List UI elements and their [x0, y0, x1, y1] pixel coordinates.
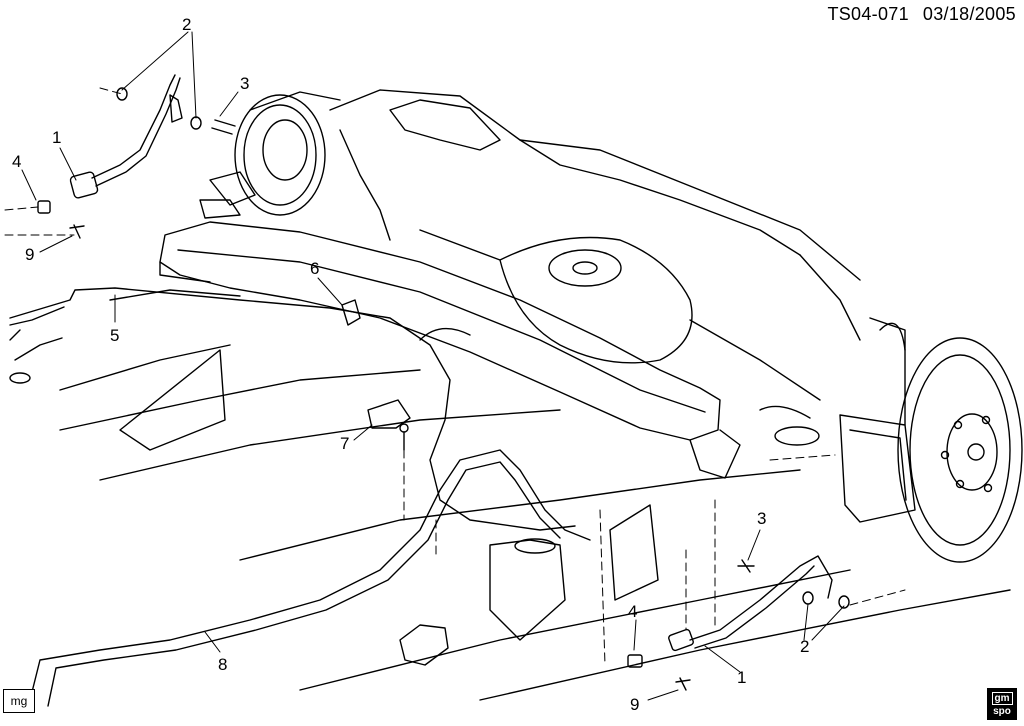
frame-rails	[59, 89, 1011, 701]
gm-spo-logo: gm spo	[987, 688, 1017, 720]
left-rear-brake-assembly	[199, 94, 326, 219]
right-brake-hose	[627, 555, 850, 691]
body-details	[119, 322, 906, 666]
callout-1-lower: 1	[737, 668, 746, 687]
callout-labels: 2 3 1 4 9 5 6 7 8 3 4 2 1 9	[12, 15, 809, 714]
drawing-header: TS04-071 03/18/2005	[827, 4, 1016, 25]
callout-8: 8	[218, 655, 227, 674]
frame-crossmember	[159, 221, 741, 479]
callout-5: 5	[110, 326, 119, 345]
callout-9-lower: 9	[630, 695, 639, 714]
leader-lines	[21, 31, 845, 701]
left-brake-hose	[37, 74, 236, 239]
differential-assembly	[419, 229, 821, 401]
drawing-date: 03/18/2005	[922, 4, 1016, 24]
callout-1-upper: 1	[52, 128, 61, 147]
callout-7: 7	[340, 434, 349, 453]
callout-3-lower: 3	[757, 509, 766, 528]
callout-2-upper: 2	[182, 15, 191, 34]
right-rear-brake-assembly	[774, 317, 1023, 563]
callout-4-upper: 4	[12, 152, 21, 171]
reference-lines	[4, 87, 906, 666]
callout-2-lower: 2	[800, 637, 809, 656]
callout-3-upper: 3	[240, 74, 249, 93]
callout-9-upper: 9	[25, 245, 34, 264]
mg-badge: mg	[3, 689, 35, 713]
line-clip	[341, 299, 361, 326]
callout-6: 6	[310, 259, 319, 278]
callout-4-lower: 4	[628, 602, 637, 621]
drawing-id: TS04-071	[827, 4, 909, 24]
brake-line-5	[9, 287, 576, 531]
brake-line-8	[29, 449, 591, 707]
